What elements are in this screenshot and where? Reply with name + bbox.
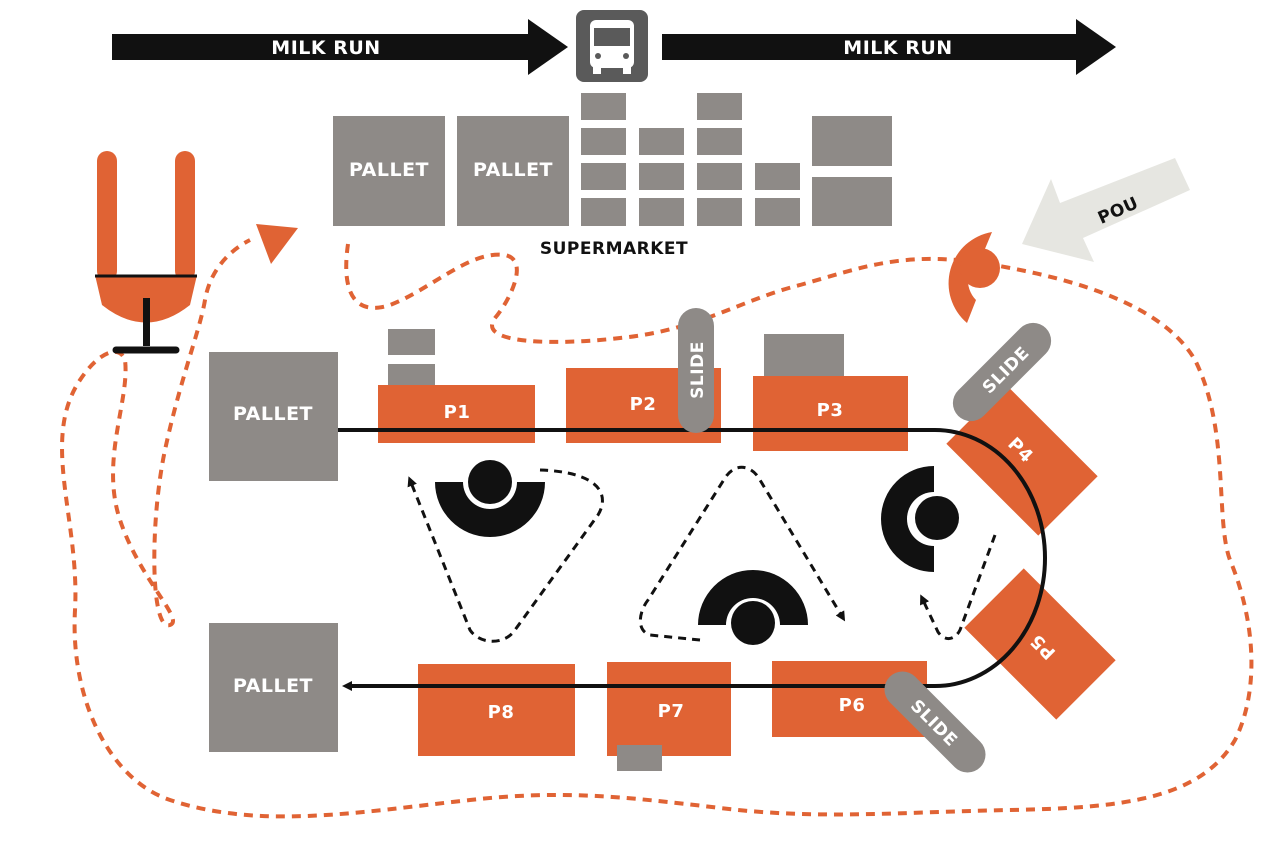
milk-run-label-left: MILK RUN bbox=[271, 37, 380, 59]
supermarket: PALLET PALLET SUPERMARKET bbox=[333, 93, 892, 259]
process-p7: P7 bbox=[607, 662, 731, 771]
forklift-icon bbox=[95, 151, 197, 354]
supermarket-pallet-2-label: PALLET bbox=[473, 159, 553, 181]
input-pallet bbox=[209, 352, 338, 481]
flow-line bbox=[338, 428, 1047, 691]
process-p7-label: P7 bbox=[658, 701, 685, 722]
process-p5: P5 bbox=[964, 568, 1116, 720]
milk-run-arrow-left: MILK RUN bbox=[112, 19, 568, 75]
operator-icon bbox=[698, 570, 808, 645]
supermarket-label: SUPERMARKET bbox=[540, 239, 688, 259]
process-p2-label: P2 bbox=[630, 394, 657, 415]
pou-arrow: POU bbox=[1022, 158, 1190, 262]
operator-icon bbox=[435, 460, 545, 537]
slide-p2: SLIDE bbox=[678, 308, 714, 433]
output-pallet-label: PALLET bbox=[233, 675, 313, 697]
operator-paths bbox=[407, 465, 997, 643]
process-p1: P1 bbox=[378, 329, 535, 443]
supermarket-pallet-1-label: PALLET bbox=[349, 159, 429, 181]
supermarket-pallet-1 bbox=[333, 116, 445, 226]
process-p6-label: P6 bbox=[839, 695, 866, 716]
output-pallet bbox=[209, 623, 338, 752]
slide-1-label: SLIDE bbox=[688, 341, 708, 399]
route-arrowhead bbox=[256, 224, 298, 264]
operator-icon bbox=[881, 466, 959, 572]
bus-icon bbox=[576, 10, 648, 82]
process-p8: P8 bbox=[418, 664, 575, 756]
process-p8-label: P8 bbox=[488, 702, 515, 723]
milk-run-arrow-right: MILK RUN bbox=[662, 19, 1116, 75]
supermarket-pallet-2 bbox=[457, 116, 569, 226]
input-pallet-label: PALLET bbox=[233, 403, 313, 425]
process-p1-label: P1 bbox=[444, 402, 471, 423]
milk-run-route bbox=[60, 238, 1254, 819]
milk-run-label-right: MILK RUN bbox=[843, 37, 952, 59]
process-p3: P3 bbox=[753, 334, 908, 451]
supermarket-bins bbox=[581, 93, 892, 226]
process-p3-label: P3 bbox=[817, 400, 844, 421]
pou-operator bbox=[948, 232, 1000, 323]
